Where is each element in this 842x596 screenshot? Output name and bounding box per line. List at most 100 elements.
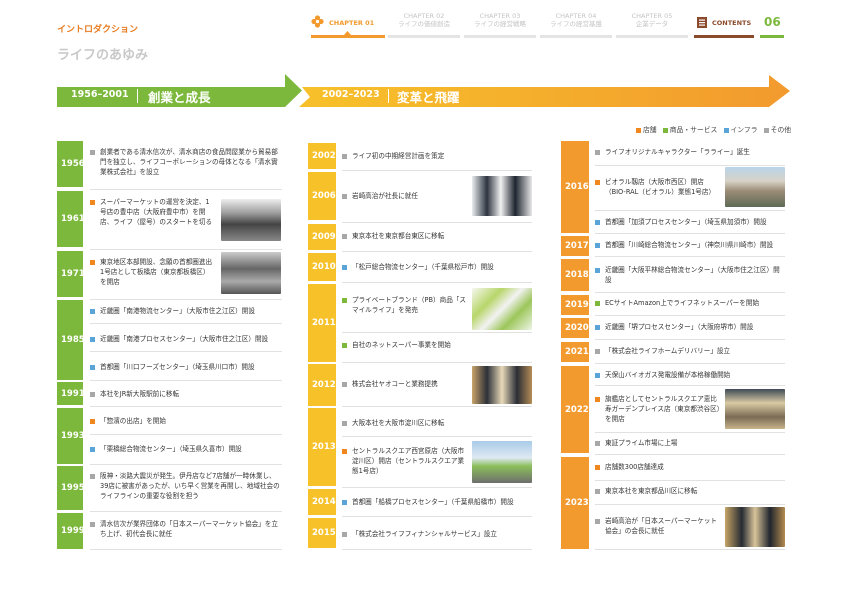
legend-goods-swatch <box>662 127 668 133</box>
nav-chapter-04[interactable]: CHAPTER 04 ライフの経営基盤 <box>540 12 612 38</box>
year-2010: 2010 <box>308 253 336 281</box>
legend-infra: インフラ <box>730 126 758 134</box>
year-1956: 1956 <box>57 141 85 187</box>
photo-2013-store <box>472 441 532 483</box>
year-1961: 1961 <box>57 191 85 247</box>
event-2012: 株式会社ヤオコーと業務提携 <box>342 379 468 389</box>
year-2014: 2014 <box>308 489 336 515</box>
event-2020: 近畿圏「堺プロセスセンター」（大阪府堺市）開設 <box>595 322 785 332</box>
photo-2022-flagship-store <box>725 389 785 429</box>
nav-chapter-01-label: CHAPTER 01 <box>329 19 375 27</box>
event-2014: 首都圏「船橋プロセスセンター」（千葉県船橋市）開設 <box>342 497 532 507</box>
nav-page-number[interactable]: 06 <box>760 12 784 38</box>
event-1956: 創業者である清水信次が、清水商店の食品問屋業から貿易部門を独立し、ライフコーポレ… <box>90 147 282 178</box>
event-2022-c: 東証プライム市場に上場 <box>595 438 785 448</box>
event-2013-a: 大阪本社を大阪市淀川区に移転 <box>342 418 532 428</box>
section-label: イントロダクション <box>57 25 139 35</box>
event-2010: 「松戸総合物流センター」（千葉県松戸市）開設 <box>342 262 532 272</box>
nav-chapter-02[interactable]: CHAPTER 02 ライフの価値創造 <box>388 12 460 38</box>
year-2012: 2012 <box>308 364 336 406</box>
photo-1971-store <box>221 252 281 294</box>
event-1961: スーパーマーケットの運営を決定、1号店の豊中店（大阪府豊中市）を開店、ライフ（屋… <box>90 197 216 228</box>
event-2011-b: 自社のネットスーパー事業を開始 <box>342 340 532 350</box>
photo-2006-president <box>472 176 532 216</box>
event-2023-a: 店舗数300店舗達成 <box>595 462 785 472</box>
year-2011: 2011 <box>308 284 336 362</box>
nav-chapter-03-label: CHAPTER 03 <box>479 12 521 20</box>
nav-contents[interactable]: CONTENTS <box>694 12 754 38</box>
event-2013-b: セントラルスクエア西宮原店（大阪市淀川区）開店（セントラルスクエア業態1号店） <box>342 446 468 477</box>
event-2016-b: ビオラル靱店（大阪市西区）開店（BIO-RAL（ビオラル）業態1号店） <box>595 177 721 197</box>
year-1999: 1999 <box>57 513 85 549</box>
era2-years: 2002–2023 <box>322 89 380 100</box>
year-2009: 2009 <box>308 224 336 250</box>
year-1971: 1971 <box>57 251 85 297</box>
event-2022-a: 天保山バイオガス発電設備が本格稼働開始 <box>595 370 785 380</box>
photo-2023-chairman <box>725 507 785 547</box>
legend-store-swatch <box>636 127 641 133</box>
event-2011-a: プライベートブランド（PB）商品「スマイルライフ」を発売 <box>342 295 466 315</box>
nav-chapter-05-sub: 企業データ <box>635 20 669 28</box>
year-1985: 1985 <box>57 300 85 380</box>
event-1999: 清水信次が業界団体の「日本スーパーマーケット協会」を立ち上げ、初代会長に就任 <box>90 519 282 539</box>
year-2015: 2015 <box>308 518 336 548</box>
nav-chapter-05-label: CHAPTER 05 <box>631 12 673 20</box>
event-1993-b: 「栗橋総合物流センター」（埼玉県久喜市）開設 <box>90 444 282 454</box>
legend-other-swatch <box>763 127 769 133</box>
photo-2016-store <box>725 167 785 207</box>
era2-arrow <box>299 75 790 107</box>
event-2006: 岩崎高治が社長に就任 <box>342 191 468 201</box>
nav-chapter-02-sub: ライフの価値創造 <box>398 20 450 28</box>
era-banner <box>57 74 790 107</box>
event-1985-b: 近畿圏「南港プロセスセンター」（大阪市住之江区）開設 <box>90 334 282 344</box>
year-1993: 1993 <box>57 408 85 464</box>
year-2013: 2013 <box>308 408 336 486</box>
event-2016-a: ライフオリジナルキャラクター「ラライー」誕生 <box>595 147 785 157</box>
legend-store: 店舗 <box>643 126 657 134</box>
nav-contents-label: CONTENTS <box>712 19 752 27</box>
page-title: ライフのあゆみ <box>57 48 149 63</box>
event-1995: 阪神・淡路大震災が発生。伊丹店など7店舗が一時休業し、39店に被害があったが、い… <box>90 471 284 502</box>
year-2016: 2016 <box>561 141 589 233</box>
photo-1961-store <box>221 199 281 241</box>
nav-chapter-02-label: CHAPTER 02 <box>403 12 445 20</box>
event-2021: 「株式会社ライフホームデリバリー」設立 <box>595 346 785 356</box>
page-number: 06 <box>764 15 781 29</box>
event-2009: 東京本社を東京都台東区に移転 <box>342 231 532 241</box>
nav-chapter-05[interactable]: CHAPTER 05 企業データ <box>616 12 688 38</box>
event-1985-a: 近畿圏「南港物流センター」（大阪市住之江区）開設 <box>90 306 282 316</box>
nav-chapter-04-sub: ライフの経営基盤 <box>550 20 602 28</box>
legend-goods: 商品・サービス <box>669 126 718 134</box>
event-2018: 近畿圏「大阪平林総合物流センター」（大阪市住之江区）開設 <box>595 265 785 285</box>
photo-2011-pb-products <box>472 288 532 330</box>
event-2019: ECサイトAmazon上でライフネットスーパーを開始 <box>595 298 785 308</box>
year-2017: 2017 <box>561 236 589 256</box>
active-pointer-icon <box>344 31 351 35</box>
nav-chapter-03[interactable]: CHAPTER 03 ライフの経営戦略 <box>464 12 536 38</box>
nav-chapter-01[interactable]: CHAPTER 01 <box>311 12 385 38</box>
event-1993-a: 「惣濱の出店」を開始 <box>90 416 282 426</box>
contents-list-icon <box>697 17 707 28</box>
year-2020: 2020 <box>561 318 589 338</box>
photo-2012-alliance <box>472 366 532 404</box>
legend-infra-swatch <box>723 127 729 133</box>
year-2023: 2023 <box>561 457 589 549</box>
legend-other: その他 <box>770 126 792 134</box>
era2-title: 変革と飛躍 <box>397 90 460 105</box>
event-2023-c: 岩崎高治が「日本スーパーマーケット協会」の会長に就任 <box>595 516 721 536</box>
year-1991: 1991 <box>57 382 85 405</box>
event-1985-c: 首都圏「川口フーズセンター」（埼玉県川口市）開設 <box>90 362 282 372</box>
event-2017: 首都圏「川崎総合物流センター」（神奈川県川崎市）開設 <box>595 240 785 250</box>
year-2019: 2019 <box>561 295 589 315</box>
year-2022: 2022 <box>561 366 589 453</box>
year-2006: 2006 <box>308 172 336 220</box>
event-2022-b: 旗艦店としてセントラルスクエア恵比寿ガーデンプレイス店（東京都渋谷区）を開店 <box>595 394 721 425</box>
year-2018: 2018 <box>561 259 589 291</box>
event-1991: 本社をJR新大阪駅前に移転 <box>90 389 282 399</box>
event-2015: 「株式会社ライフフィナンシャルサービス」設立 <box>342 529 532 539</box>
legend: 店舗 商品・サービス インフラ その他 <box>632 124 791 134</box>
flower-icon <box>311 15 324 28</box>
era1-title: 創業と成長 <box>148 90 211 105</box>
event-2002: ライフ初の中期経営計画を策定 <box>342 151 532 161</box>
era1-arrow <box>57 74 302 107</box>
